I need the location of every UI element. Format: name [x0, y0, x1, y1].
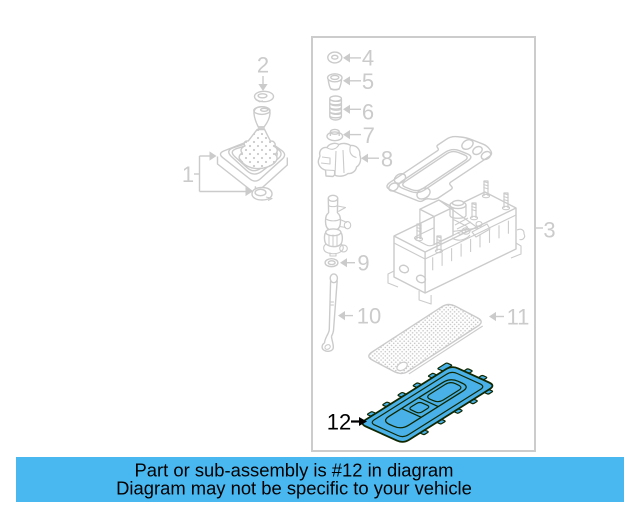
svg-text:8: 8 [381, 147, 393, 172]
svg-text:Part or sub-assembly is #12 in: Part or sub-assembly is #12 in diagram [135, 459, 454, 480]
svg-text:4: 4 [362, 46, 374, 71]
svg-text:10: 10 [357, 304, 381, 329]
svg-text:6: 6 [362, 100, 374, 125]
svg-text:12: 12 [327, 410, 351, 435]
svg-text:Diagram may not be specific to: Diagram may not be specific to your vehi… [116, 478, 472, 499]
svg-text:2: 2 [257, 53, 269, 78]
svg-text:5: 5 [362, 69, 374, 94]
svg-text:3: 3 [543, 218, 555, 243]
svg-text:7: 7 [363, 123, 375, 148]
svg-text:9: 9 [357, 251, 369, 276]
svg-text:11: 11 [507, 305, 530, 330]
svg-text:1: 1 [182, 162, 194, 187]
